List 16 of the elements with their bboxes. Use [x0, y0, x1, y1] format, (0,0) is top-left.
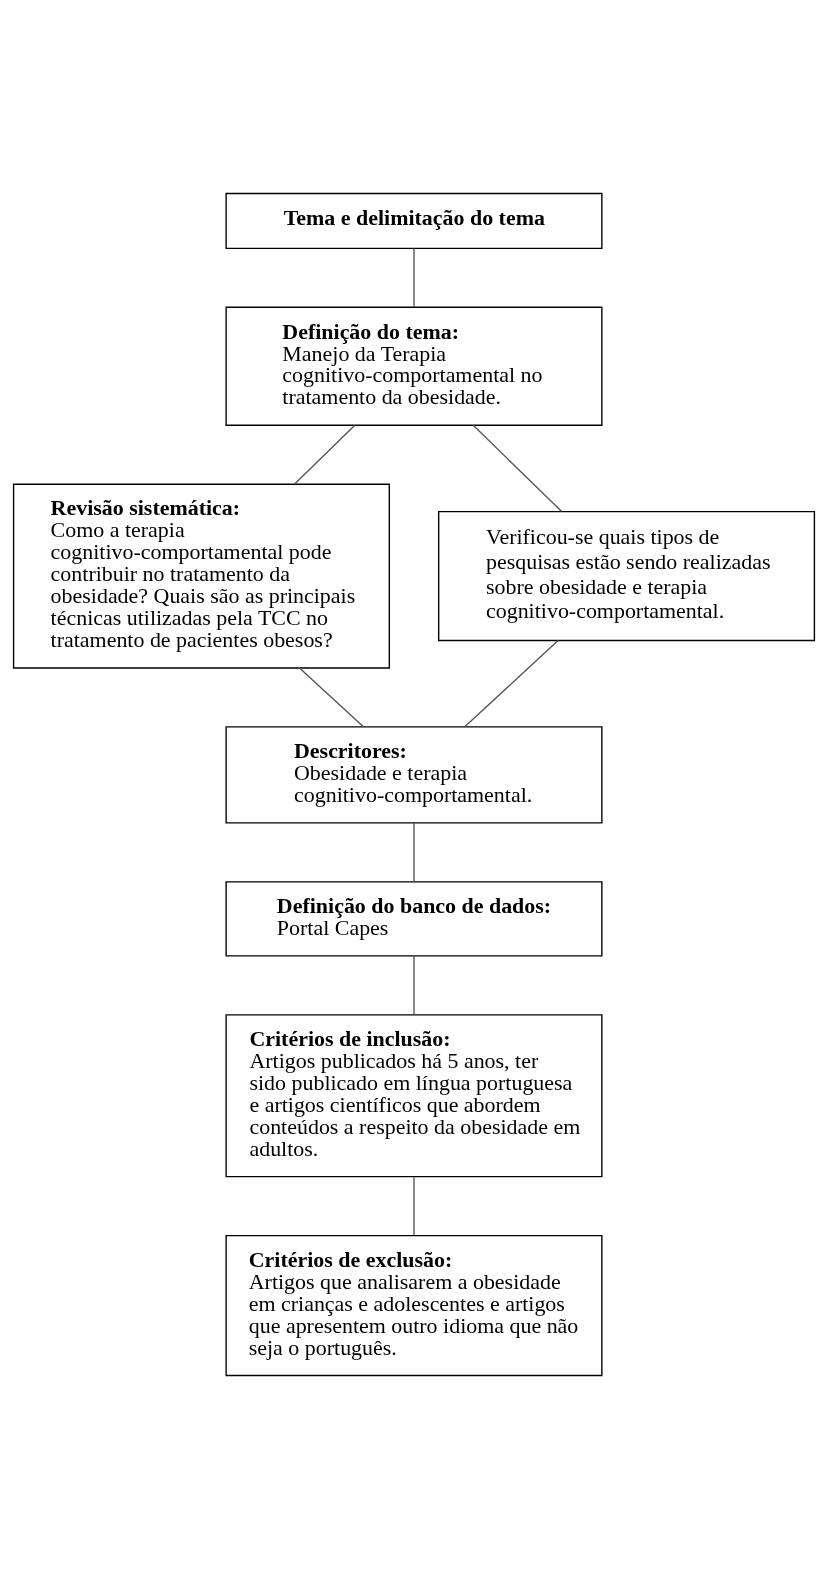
connector: [413, 247, 415, 308]
connector: [298, 667, 364, 728]
node-box: Descritores: Obesidade e terapia cognitivo-comportamental.: [225, 726, 603, 824]
node-box: Definição do banco de dados: Portal Capes: [225, 881, 603, 957]
connector: [413, 822, 415, 883]
connector: [293, 424, 356, 485]
connector: [413, 1176, 415, 1236]
node-box: Revisão sistemática: Como a terapia cognitivo-comportamental pode contribuir no tratamento da obesidade? Quais são as principais técnicas utilizadas pela TCC no tratamento de pacientes obesos?: [12, 483, 390, 669]
node-box: Tema e delimitação do tema: [225, 192, 603, 250]
node-box: Critérios de inclusão: Artigos publicados há 5 anos, ter sido publicado em língua portuguesa e artigos científicos que abordem conteúdos a respeito da obesidade em adultos.: [225, 1014, 603, 1178]
node-box: Verificou-se quais tipos de pesquisas estão sendo realizadas sobre obesidade e terapia cognitivo-comportamental.: [438, 510, 816, 642]
node-box: Definição do tema: Manejo da Terapia cognitivo-comportamental no tratamento da obesidade.: [225, 306, 603, 426]
connector: [472, 424, 563, 513]
connector: [413, 955, 415, 1016]
connector: [464, 639, 559, 728]
node-box: Critérios de exclusão: Artigos que analisarem a obesidade em crianças e adolescentes e artigos que apresentem outro idioma que não seja o português.: [225, 1234, 603, 1377]
